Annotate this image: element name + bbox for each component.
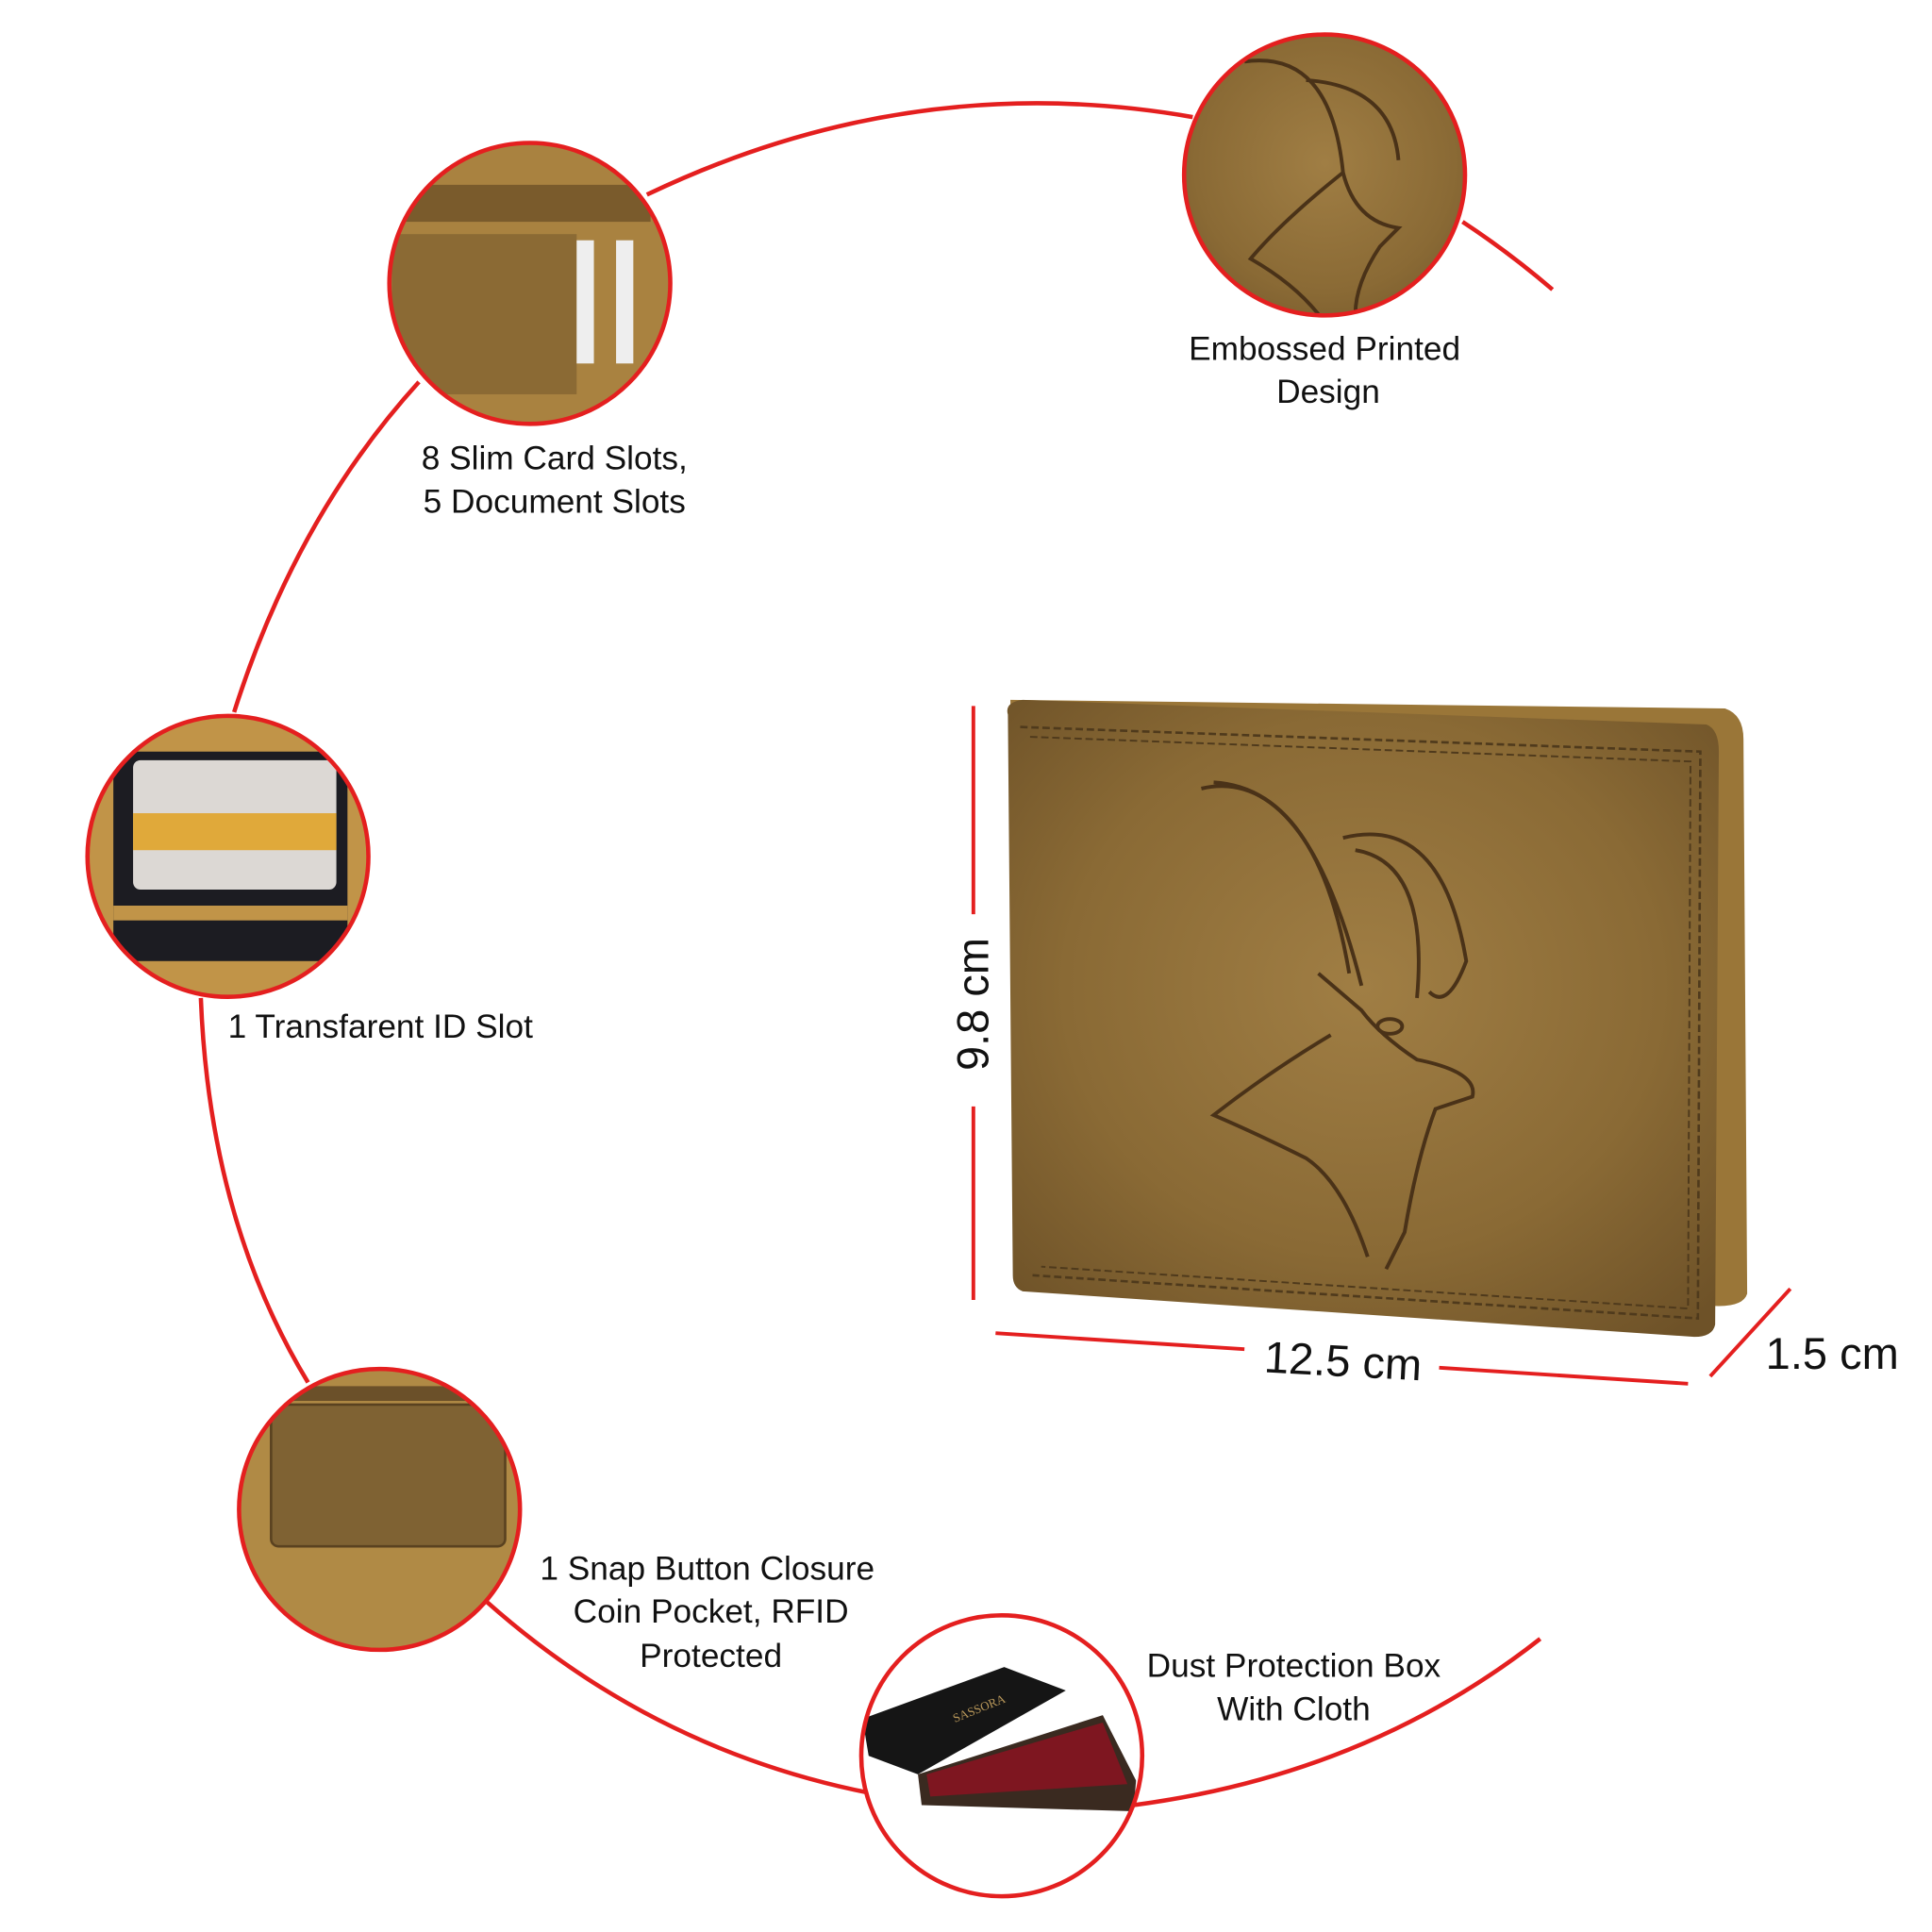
dimension-depth: 1.5 cm xyxy=(1708,1287,1899,1378)
embossed-label-line2: Design xyxy=(1276,374,1380,410)
box-label-line2: With Cloth xyxy=(1217,1690,1371,1727)
embossed-label-line1: Embossed Printed xyxy=(1189,330,1460,367)
width-label: 12.5 cm xyxy=(1263,1332,1424,1391)
embossed-design-thumbnail xyxy=(1181,32,1468,318)
box-label-line1: Dust Protection Box xyxy=(1147,1648,1441,1685)
coin-pocket-label-line3: Protected xyxy=(640,1638,782,1674)
id-slot-thumbnail xyxy=(85,713,371,999)
wallet-image xyxy=(1007,699,1748,1338)
coin-pocket-label-line2: Coin Pocket, RFID xyxy=(574,1593,849,1630)
card-slots-label-line1: 8 Slim Card Slots, xyxy=(422,441,688,477)
ibex-emboss xyxy=(1201,780,1475,1271)
coin-pocket-thumbnail xyxy=(237,1366,523,1653)
depth-label: 1.5 cm xyxy=(1766,1328,1899,1378)
card-slots-thumbnail xyxy=(387,141,673,426)
card-slots-label-line2: 5 Document Slots xyxy=(424,483,686,520)
coin-pocket-label-line1: 1 Snap Button Closure xyxy=(540,1550,874,1587)
connector-arc xyxy=(198,101,1555,1807)
dimension-height: 9.8 cm xyxy=(948,706,998,1300)
height-label: 9.8 cm xyxy=(948,938,998,1071)
dimension-width: 12.5 cm xyxy=(995,1331,1689,1391)
gift-box-thumbnail: SASSORA xyxy=(858,1613,1145,1899)
id-slot-label: 1 Transfarent ID Slot xyxy=(228,1008,533,1045)
